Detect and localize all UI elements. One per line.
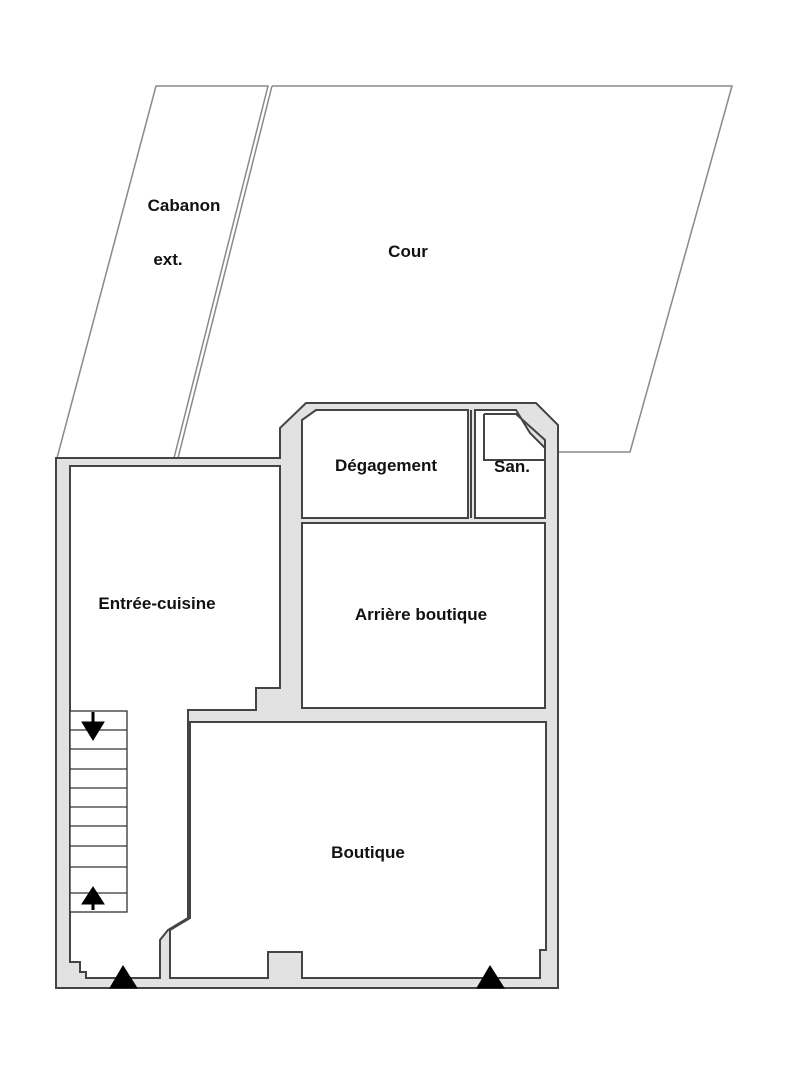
- arrows: [81, 712, 505, 989]
- san-chamfer: [484, 413, 546, 460]
- arrow-up-icon: [81, 886, 105, 905]
- cour-outline: [272, 85, 733, 453]
- room-label-sanitaire: San.: [494, 457, 530, 476]
- staircase: [69, 710, 128, 913]
- room-label-cour: Cour: [388, 242, 428, 261]
- room-label-boutique: Boutique: [331, 843, 405, 862]
- room-label-entree-cuisine: Entrée-cuisine: [98, 594, 216, 613]
- san-inner: [483, 414, 545, 461]
- cabanon-wall-double: [177, 85, 273, 459]
- outer-wall: [55, 402, 559, 989]
- room-label-cabanon-ext: ext.: [153, 250, 183, 269]
- room-label-arriere-boutique: Arrière boutique: [354, 605, 488, 624]
- arrow-down-icon: [81, 721, 105, 741]
- room-label-cabanon: Cabanon: [147, 196, 221, 215]
- stair-frame: [69, 710, 128, 913]
- room-label-degagement: Dégagement: [334, 456, 438, 475]
- entrance-arrow-icon: [109, 965, 138, 989]
- entrance-arrow-icon: [476, 965, 505, 989]
- walls: [55, 402, 559, 989]
- partitions: [470, 410, 546, 978]
- cabanon-outline: [56, 85, 269, 459]
